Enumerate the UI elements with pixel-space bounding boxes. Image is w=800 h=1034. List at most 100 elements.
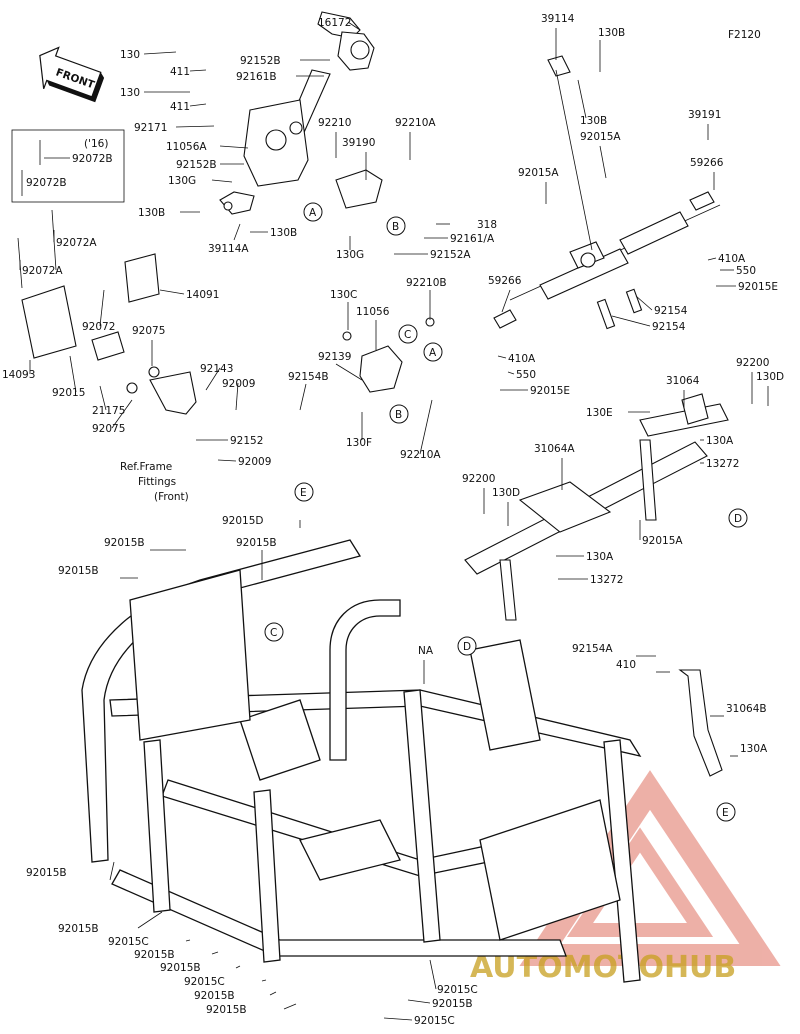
part-number-label: 130G [336, 249, 364, 261]
leader-line [577, 79, 587, 119]
part-number-label: 410A [718, 253, 746, 265]
part-number-label: 550 [516, 369, 536, 381]
part-number-label: 92015 [52, 387, 85, 399]
part-number-label: 92200 [736, 357, 769, 369]
callout-a2: A [429, 347, 437, 359]
part-number-label: 92015C [108, 936, 149, 948]
ref-frame-line2: Fittings [138, 476, 176, 488]
leader-lines [19, 21, 769, 1021]
callout-a: A [309, 207, 317, 219]
part-number-label: 31064A [534, 443, 575, 455]
part-number-label: 14093 [2, 369, 35, 381]
part-number-label: 31064B [726, 703, 767, 715]
callout-d2: D [463, 641, 471, 653]
part-number-label: 92015C [414, 1015, 455, 1027]
part-number-label: 411 [170, 66, 190, 78]
part-number-label: 130E [586, 407, 613, 419]
part-number-label: 92072B [72, 153, 113, 165]
part-labels: 1617213041192152B92161B1304119217111056A… [2, 13, 784, 1027]
ref-frame-line1: Ref.Frame [120, 461, 172, 473]
part-number-label: 92015B [134, 949, 175, 961]
front-arrow-icon: FRONT [39, 46, 105, 103]
part-number-label: 92154A [572, 643, 613, 655]
part-number-label: 92072 [82, 321, 115, 333]
part-number-label: 92015B [432, 998, 473, 1010]
part-number-label: 92154 [652, 321, 686, 333]
leader-line [235, 382, 239, 411]
leader-line [707, 257, 717, 261]
leader-line [69, 355, 77, 393]
part-number-label: 92143 [200, 363, 233, 375]
part-number-label: 92152B [176, 159, 217, 171]
part-number-label: 16172 [318, 17, 351, 29]
leader-line [233, 223, 241, 241]
part-number-label: 92210 [318, 117, 351, 129]
part-number-label: 92154 [654, 305, 688, 317]
part-number-label: NA [418, 645, 434, 657]
leader-line [111, 399, 133, 429]
leader-line [501, 289, 511, 313]
part-number-label: 92015A [642, 535, 683, 547]
part-number-label: 130A [586, 551, 614, 563]
part-number-label: 92200 [462, 473, 495, 485]
callout-circles: A B C A B D E C D E [264, 202, 748, 822]
part-number-label: 92015B [160, 962, 201, 974]
leader-line [235, 965, 241, 969]
callout-c2: C [270, 627, 277, 639]
steering-rack-assembly [493, 55, 721, 330]
leader-line [175, 125, 215, 128]
leader-line [261, 979, 267, 982]
part-number-label: 39114 [541, 13, 575, 25]
part-number-label: 13272 [706, 458, 739, 470]
callout-e2: E [722, 807, 729, 819]
part-number-label: 92152B [240, 55, 281, 67]
leader-line [335, 363, 363, 381]
part-number-label: 92015C [437, 984, 478, 996]
part-number-label: 92015B [104, 537, 145, 549]
part-number-label: 59266 [488, 275, 522, 287]
part-number-label: 130 [120, 87, 140, 99]
part-number-label: 92075 [92, 423, 125, 435]
part-number-label: 130A [706, 435, 734, 447]
leader-line [611, 315, 651, 327]
leader-line [211, 951, 219, 955]
part-number-label: 92210A [395, 117, 436, 129]
leader-line [99, 289, 105, 327]
leader-line [137, 911, 163, 929]
part-number-label: 11056A [166, 141, 207, 153]
part-number-label: 130A [740, 743, 768, 755]
part-number-label: 92015A [518, 167, 559, 179]
part-number-label: 411 [170, 101, 190, 113]
part-number-label: 130B [580, 115, 607, 127]
leader-line [419, 399, 433, 455]
part-number-label: 39190 [342, 137, 375, 149]
part-number-label: 92171 [134, 122, 167, 134]
ref-frame-line3: (Front) [154, 491, 189, 503]
part-number-label: 92072B [26, 177, 67, 189]
leader-line [185, 939, 191, 942]
part-number-label: 92015B [236, 537, 277, 549]
main-frame [81, 539, 642, 983]
part-number-label: 92015D [222, 515, 264, 527]
part-number-label: 130B [138, 207, 165, 219]
part-number-label: 13272 [590, 574, 623, 586]
part-number-label: 130B [270, 227, 297, 239]
leader-line [497, 355, 507, 359]
part-number-label: 92009 [222, 378, 255, 390]
callout-b: B [392, 221, 399, 233]
part-number-label: 92161/A [450, 233, 495, 245]
part-number-label: 92015B [194, 990, 235, 1002]
part-number-label: 31064 [666, 375, 700, 387]
leader-line [429, 959, 437, 990]
part-number-label: 92075 [132, 325, 165, 337]
part-number-label: 11056 [356, 306, 390, 318]
leader-line [189, 69, 207, 72]
leader-line [407, 999, 431, 1004]
middle-bracket [342, 317, 435, 393]
leader-line [159, 289, 185, 295]
callout-c: C [404, 329, 411, 341]
leader-line [383, 1017, 413, 1021]
leader-line [99, 385, 107, 411]
part-number-label: 92152A [430, 249, 471, 261]
part-number-label: 130F [346, 437, 372, 449]
